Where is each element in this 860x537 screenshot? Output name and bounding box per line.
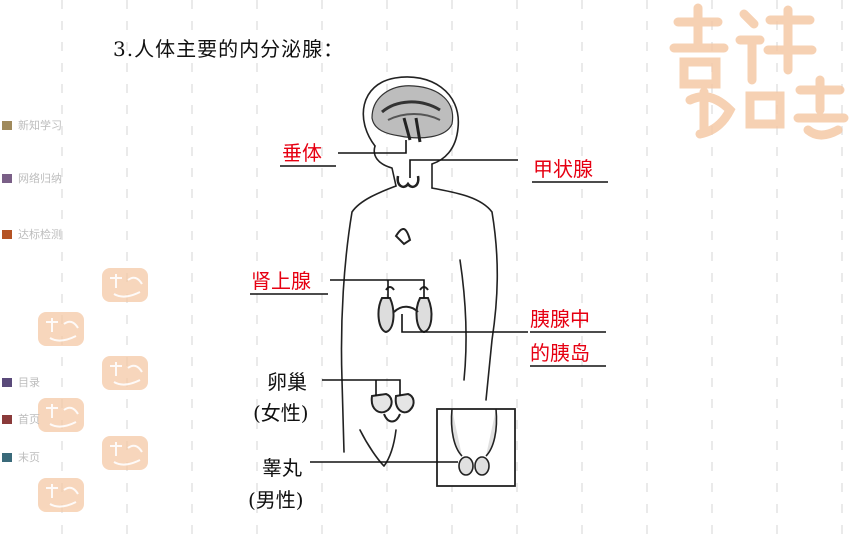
testis-inset-box bbox=[436, 408, 516, 487]
label-pituitary: 垂体 bbox=[282, 141, 322, 165]
nav-item-assessment[interactable]: 达标检测 bbox=[2, 226, 62, 242]
nav-item-new-learning[interactable]: 新知学习 bbox=[2, 117, 62, 133]
nav-item-network-summary[interactable]: 网络归纳 bbox=[2, 170, 62, 186]
label-pancreas-line2: 的胰岛 bbox=[530, 341, 590, 365]
thyroid-shape bbox=[396, 175, 420, 188]
label-ovary-gender: (女性) bbox=[253, 401, 309, 425]
nav-item-last-page[interactable]: 末页 bbox=[2, 449, 40, 465]
nav-item-contents[interactable]: 目录 bbox=[2, 374, 40, 390]
nav-item-label: 达标检测 bbox=[18, 228, 62, 241]
brain-shape bbox=[371, 85, 454, 143]
nav-item-label: 首页 bbox=[18, 413, 40, 426]
nav-bullet-icon bbox=[2, 173, 12, 183]
slide-title: 3.人体主要的内分泌腺： bbox=[113, 37, 345, 61]
nav-item-label: 新知学习 bbox=[18, 119, 62, 132]
nav-bullet-icon bbox=[2, 377, 12, 387]
label-thyroid: 甲状腺 bbox=[533, 157, 593, 181]
label-ovary: 卵巢 bbox=[267, 370, 307, 394]
nav-bullet-icon bbox=[2, 229, 12, 239]
label-pancreas-line1: 胰腺中 bbox=[530, 307, 590, 331]
calligraphy-watermark bbox=[669, 3, 849, 140]
nav-bullet-icon bbox=[2, 452, 12, 462]
nav-item-home[interactable]: 首页 bbox=[2, 411, 40, 427]
testis-shape bbox=[450, 408, 498, 476]
nav-bullet-icon bbox=[2, 414, 12, 424]
nav-bullet-icon bbox=[2, 120, 12, 130]
label-testis-gender: (男性) bbox=[248, 488, 304, 512]
nav-item-label: 网络归纳 bbox=[18, 172, 62, 185]
nav-item-label: 目录 bbox=[18, 376, 40, 389]
nav-item-label: 末页 bbox=[18, 451, 40, 464]
label-testis: 睾丸 bbox=[262, 456, 302, 480]
label-adrenal: 肾上腺 bbox=[251, 269, 311, 293]
ovary-shapes bbox=[370, 392, 415, 423]
